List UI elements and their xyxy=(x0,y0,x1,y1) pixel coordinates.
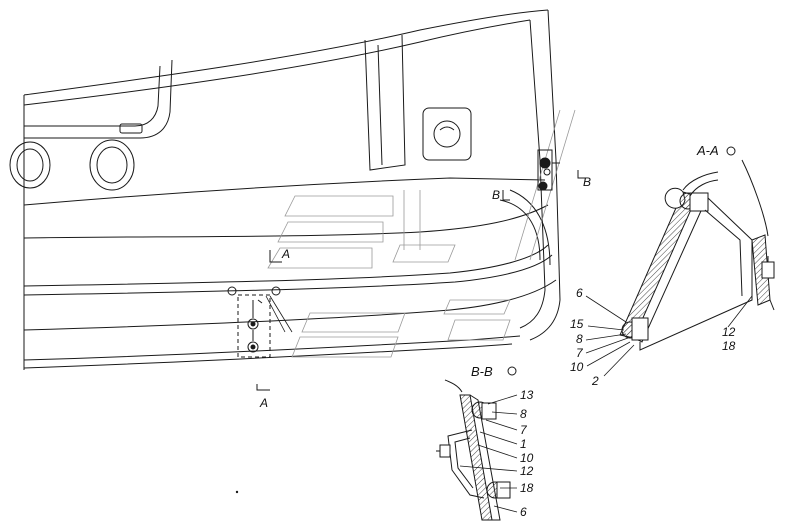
section-b-b xyxy=(436,379,511,521)
bolt-left-1 xyxy=(227,286,237,296)
section-a-a xyxy=(619,159,775,351)
section-b-b-title: B-B xyxy=(471,364,493,379)
latch-cluster xyxy=(537,149,560,191)
bolt-low-inner xyxy=(250,344,256,350)
vertical-rib xyxy=(364,34,406,171)
callout-a-6: 6 xyxy=(576,286,583,300)
callout-a-15: 15 xyxy=(570,317,584,331)
lamp-right-inner xyxy=(96,146,128,184)
callout-b-12: 12 xyxy=(520,464,534,478)
section-a-a-title: A-A xyxy=(696,143,719,158)
bolt-low xyxy=(247,341,259,353)
filler-cap-arc xyxy=(439,126,455,131)
callout-a-2: 2 xyxy=(591,374,599,388)
bracket-a xyxy=(639,197,753,351)
lamp-right xyxy=(89,139,135,191)
marker-a-bottom: A xyxy=(259,396,268,410)
bolt-mid-inner xyxy=(250,321,256,327)
body-corner-2 xyxy=(509,189,551,266)
latch-bolt-1 xyxy=(539,157,551,169)
callout-b-8: 8 xyxy=(520,407,527,421)
callout-a-12: 12 xyxy=(722,325,736,339)
marker-b-left: B xyxy=(492,188,500,202)
callout-b-13: 13 xyxy=(520,388,534,402)
filler-cap xyxy=(433,120,461,148)
vertical-rib-inner xyxy=(377,44,383,166)
body-line-1 xyxy=(23,177,546,206)
leaders-a-a xyxy=(585,295,753,377)
projection-ghosts xyxy=(267,109,576,358)
lower-brackets xyxy=(227,286,293,358)
body-line-4 xyxy=(23,254,553,296)
callout-b-6: 6 xyxy=(520,505,527,519)
strap-a xyxy=(682,171,719,191)
callout-a-10: 10 xyxy=(570,360,584,374)
section-markers xyxy=(256,170,585,391)
callout-a-8: 8 xyxy=(576,332,583,346)
body-line-6 xyxy=(23,335,521,361)
bolt-right-1 xyxy=(271,286,281,296)
bolt-b-side xyxy=(439,444,451,458)
callout-b-10: 10 xyxy=(520,451,534,465)
body-corner xyxy=(499,199,541,261)
body-line-7 xyxy=(23,343,513,369)
bracket-frame xyxy=(237,294,271,358)
filler-cover xyxy=(422,107,472,161)
main-view xyxy=(9,9,561,370)
panel-top-edge xyxy=(23,9,549,96)
panel-right-edge xyxy=(529,9,561,341)
latch-bolt-2 xyxy=(538,181,548,191)
outer-curve-a xyxy=(741,159,769,237)
strap-b xyxy=(444,379,463,393)
panel-a-hatched xyxy=(619,191,698,339)
body-line-2 xyxy=(23,204,549,239)
window-latch xyxy=(119,123,143,134)
marker-a-left: A xyxy=(281,247,290,261)
body-line-3 xyxy=(23,244,549,287)
window-opening xyxy=(23,59,173,139)
bolt-mid xyxy=(247,318,259,330)
section-a-a-mark xyxy=(726,146,736,156)
lamp-left xyxy=(9,141,51,189)
bracket-b xyxy=(447,429,485,499)
section-b-b-mark xyxy=(507,366,517,376)
callout-b-7: 7 xyxy=(520,423,528,437)
panel-right-edge-inner xyxy=(519,19,546,329)
window-opening-inner xyxy=(24,65,161,127)
callout-a-7: 7 xyxy=(576,346,584,360)
callout-b-18: 18 xyxy=(520,481,534,495)
callout-a-18: 18 xyxy=(722,339,736,353)
lamp-left-inner xyxy=(16,148,44,182)
leaders-b-b xyxy=(459,394,518,513)
body-line-5 xyxy=(23,279,557,331)
marker-b-right: B xyxy=(583,175,591,189)
panel-top-edge-inner xyxy=(23,19,531,106)
callout-b-1: 1 xyxy=(520,437,527,451)
dot-mark xyxy=(235,490,239,494)
